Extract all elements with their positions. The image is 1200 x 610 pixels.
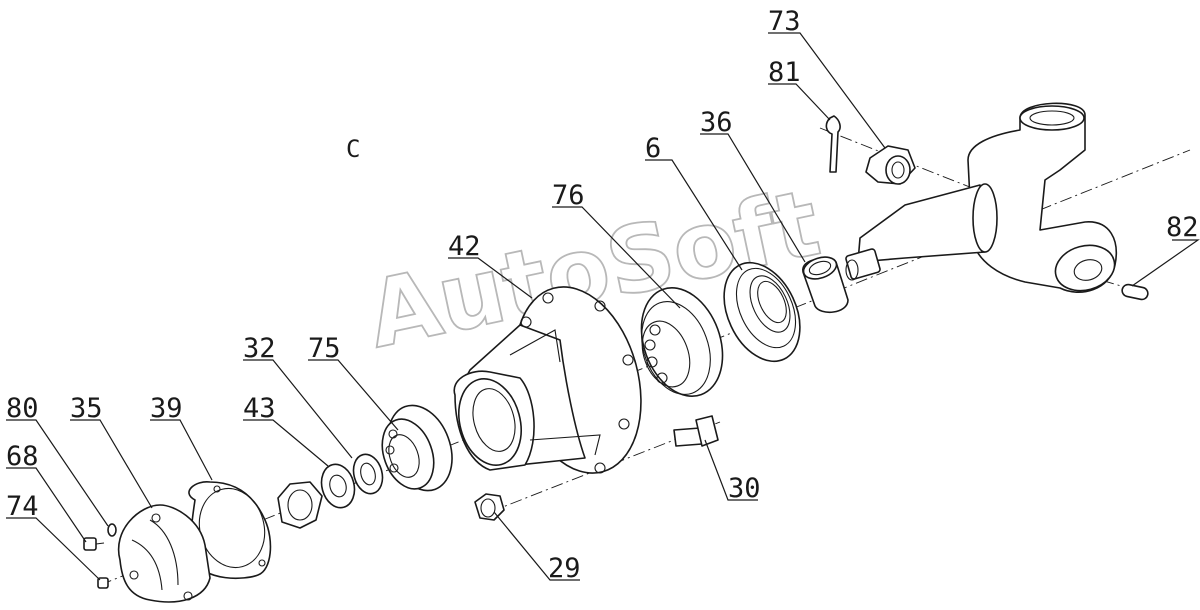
callout-30: 30 — [728, 473, 761, 504]
callout-6: 6 — [645, 133, 661, 164]
callout-29: 29 — [548, 553, 581, 584]
part-6-seal — [723, 261, 801, 363]
callout-76: 76 — [552, 180, 585, 211]
callout-36: 36 — [700, 107, 733, 138]
part-35-hub-cap — [117, 504, 211, 603]
part-hub-nut — [277, 481, 323, 529]
view-label: C — [346, 135, 360, 163]
part-steering-knuckle — [845, 102, 1117, 293]
callout-39: 39 — [150, 393, 183, 424]
callout-73: 73 — [768, 6, 801, 37]
callout-75: 75 — [308, 333, 341, 364]
callout-82: 82 — [1166, 212, 1199, 243]
part-82-pin — [1121, 283, 1149, 301]
callout-81: 81 — [768, 57, 801, 88]
part-75-outer-bearing — [381, 404, 453, 492]
part-42-hub — [453, 286, 642, 474]
part-30-wheel-bolt — [673, 415, 719, 447]
part-81-cotter-pin — [825, 115, 841, 173]
callout-43: 43 — [243, 393, 276, 424]
part-76-inner-bearing — [640, 286, 724, 398]
callout-labels: 73 81 36 6 76 42 82 32 75 43 80 35 39 68… — [6, 6, 1199, 584]
part-68-screw — [83, 537, 105, 551]
callout-42: 42 — [448, 231, 481, 262]
callout-35: 35 — [70, 393, 103, 424]
part-80-washer — [107, 523, 117, 537]
leader-lines — [6, 32, 1200, 581]
part-32-washer — [352, 453, 384, 495]
part-36-ring — [802, 256, 849, 313]
callout-32: 32 — [243, 333, 276, 364]
callout-74: 74 — [6, 491, 39, 522]
callout-80: 80 — [6, 393, 39, 424]
callout-68: 68 — [6, 441, 39, 472]
part-74-fitting — [97, 577, 109, 589]
part-73-castle-nut — [865, 145, 916, 185]
part-43-lock-washer — [320, 463, 356, 509]
part-29-wheel-nut — [474, 493, 505, 521]
